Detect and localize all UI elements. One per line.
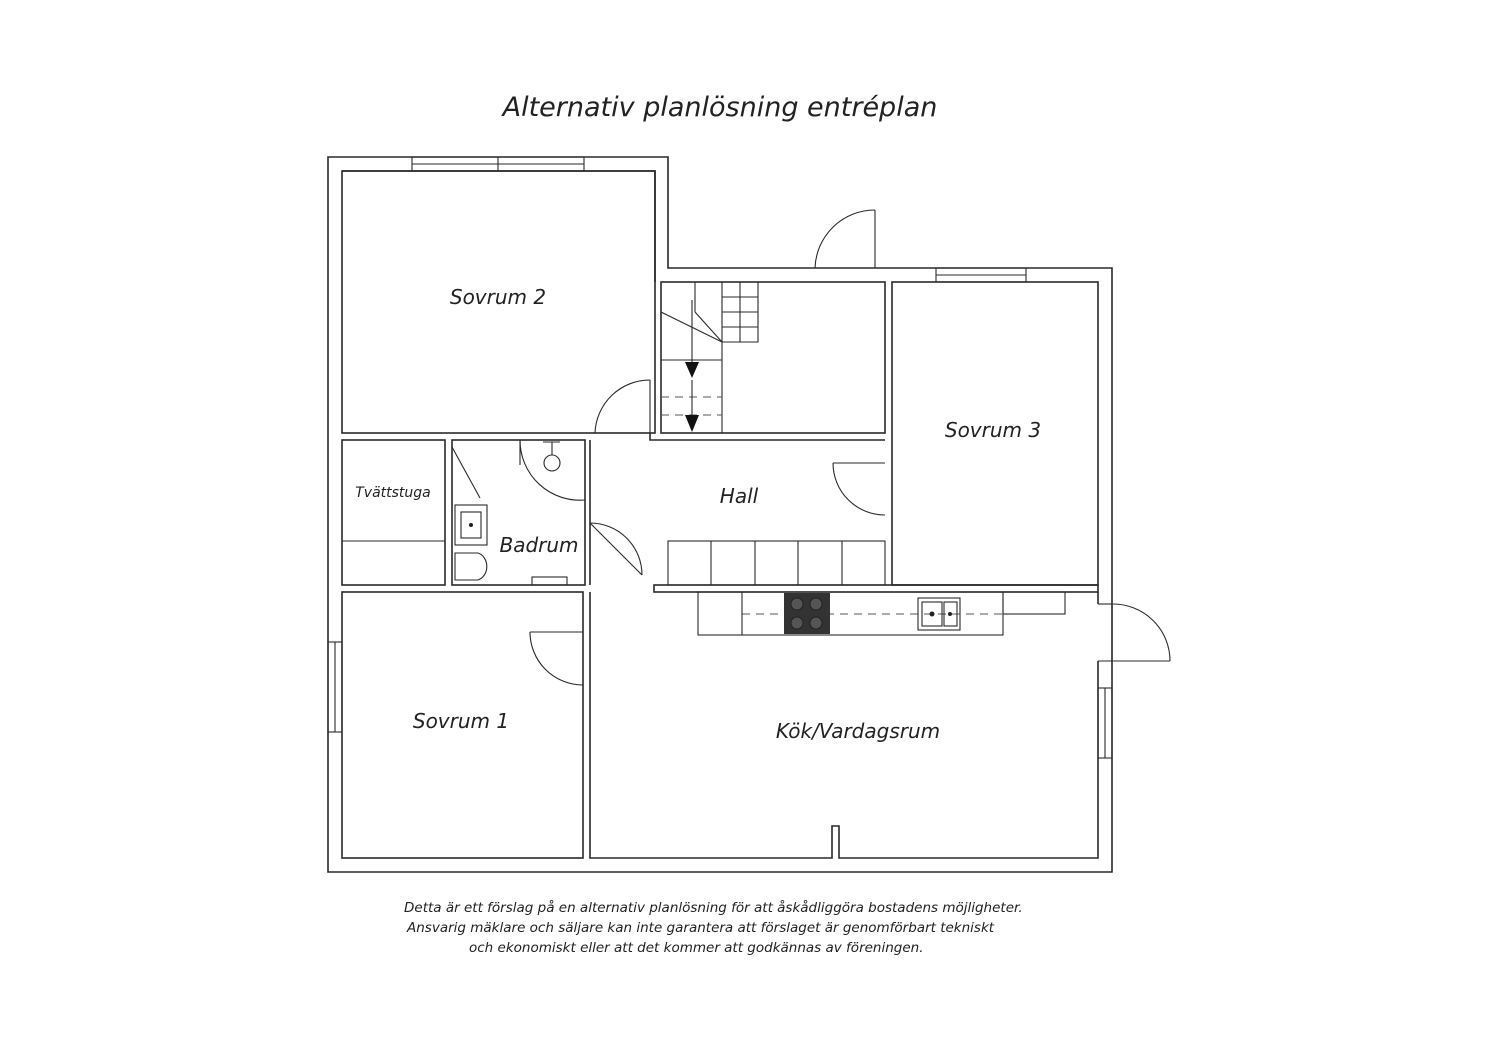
- label-sovrum-2: Sovrum 2: [450, 285, 546, 309]
- label-badrum: Badrum: [499, 533, 578, 557]
- room-kok-vardagsrum: [589, 592, 1171, 859]
- label-hall: Hall: [720, 484, 759, 508]
- kitchen-sink-icon: [917, 597, 961, 631]
- disclaimer: Detta är ett förslag på en alternativ pl…: [400, 898, 1070, 958]
- label-sovrum-1: Sovrum 1: [413, 709, 509, 733]
- plan-title: Alternativ planlösning entréplan: [502, 92, 938, 123]
- label-kok-vardagsrum: Kök/Vardagsrum: [776, 719, 940, 743]
- window-right: [1097, 687, 1113, 759]
- room-hall: [589, 379, 886, 586]
- kitchen-counter: [653, 584, 1099, 636]
- entrance-door-top: [814, 209, 876, 269]
- label-sovrum-3: Sovrum 3: [945, 418, 1041, 442]
- room-tvattstuga: [341, 439, 481, 586]
- room-badrum: [451, 439, 643, 586]
- stove-icon: [784, 593, 830, 634]
- label-tvattstuga: Tvättstuga: [355, 485, 431, 501]
- stair-area: [660, 281, 886, 434]
- disclaimer-line-1: Detta är ett förslag på en alternativ pl…: [404, 900, 1023, 916]
- window-top-left: [411, 156, 585, 172]
- window-left: [327, 641, 343, 733]
- window-top-right: [935, 267, 1027, 283]
- disclaimer-line-3: och ekonomiskt eller att det kommer att …: [469, 940, 924, 956]
- disclaimer-line-2: Ansvarig mäklare och säljare kan inte ga…: [407, 920, 995, 936]
